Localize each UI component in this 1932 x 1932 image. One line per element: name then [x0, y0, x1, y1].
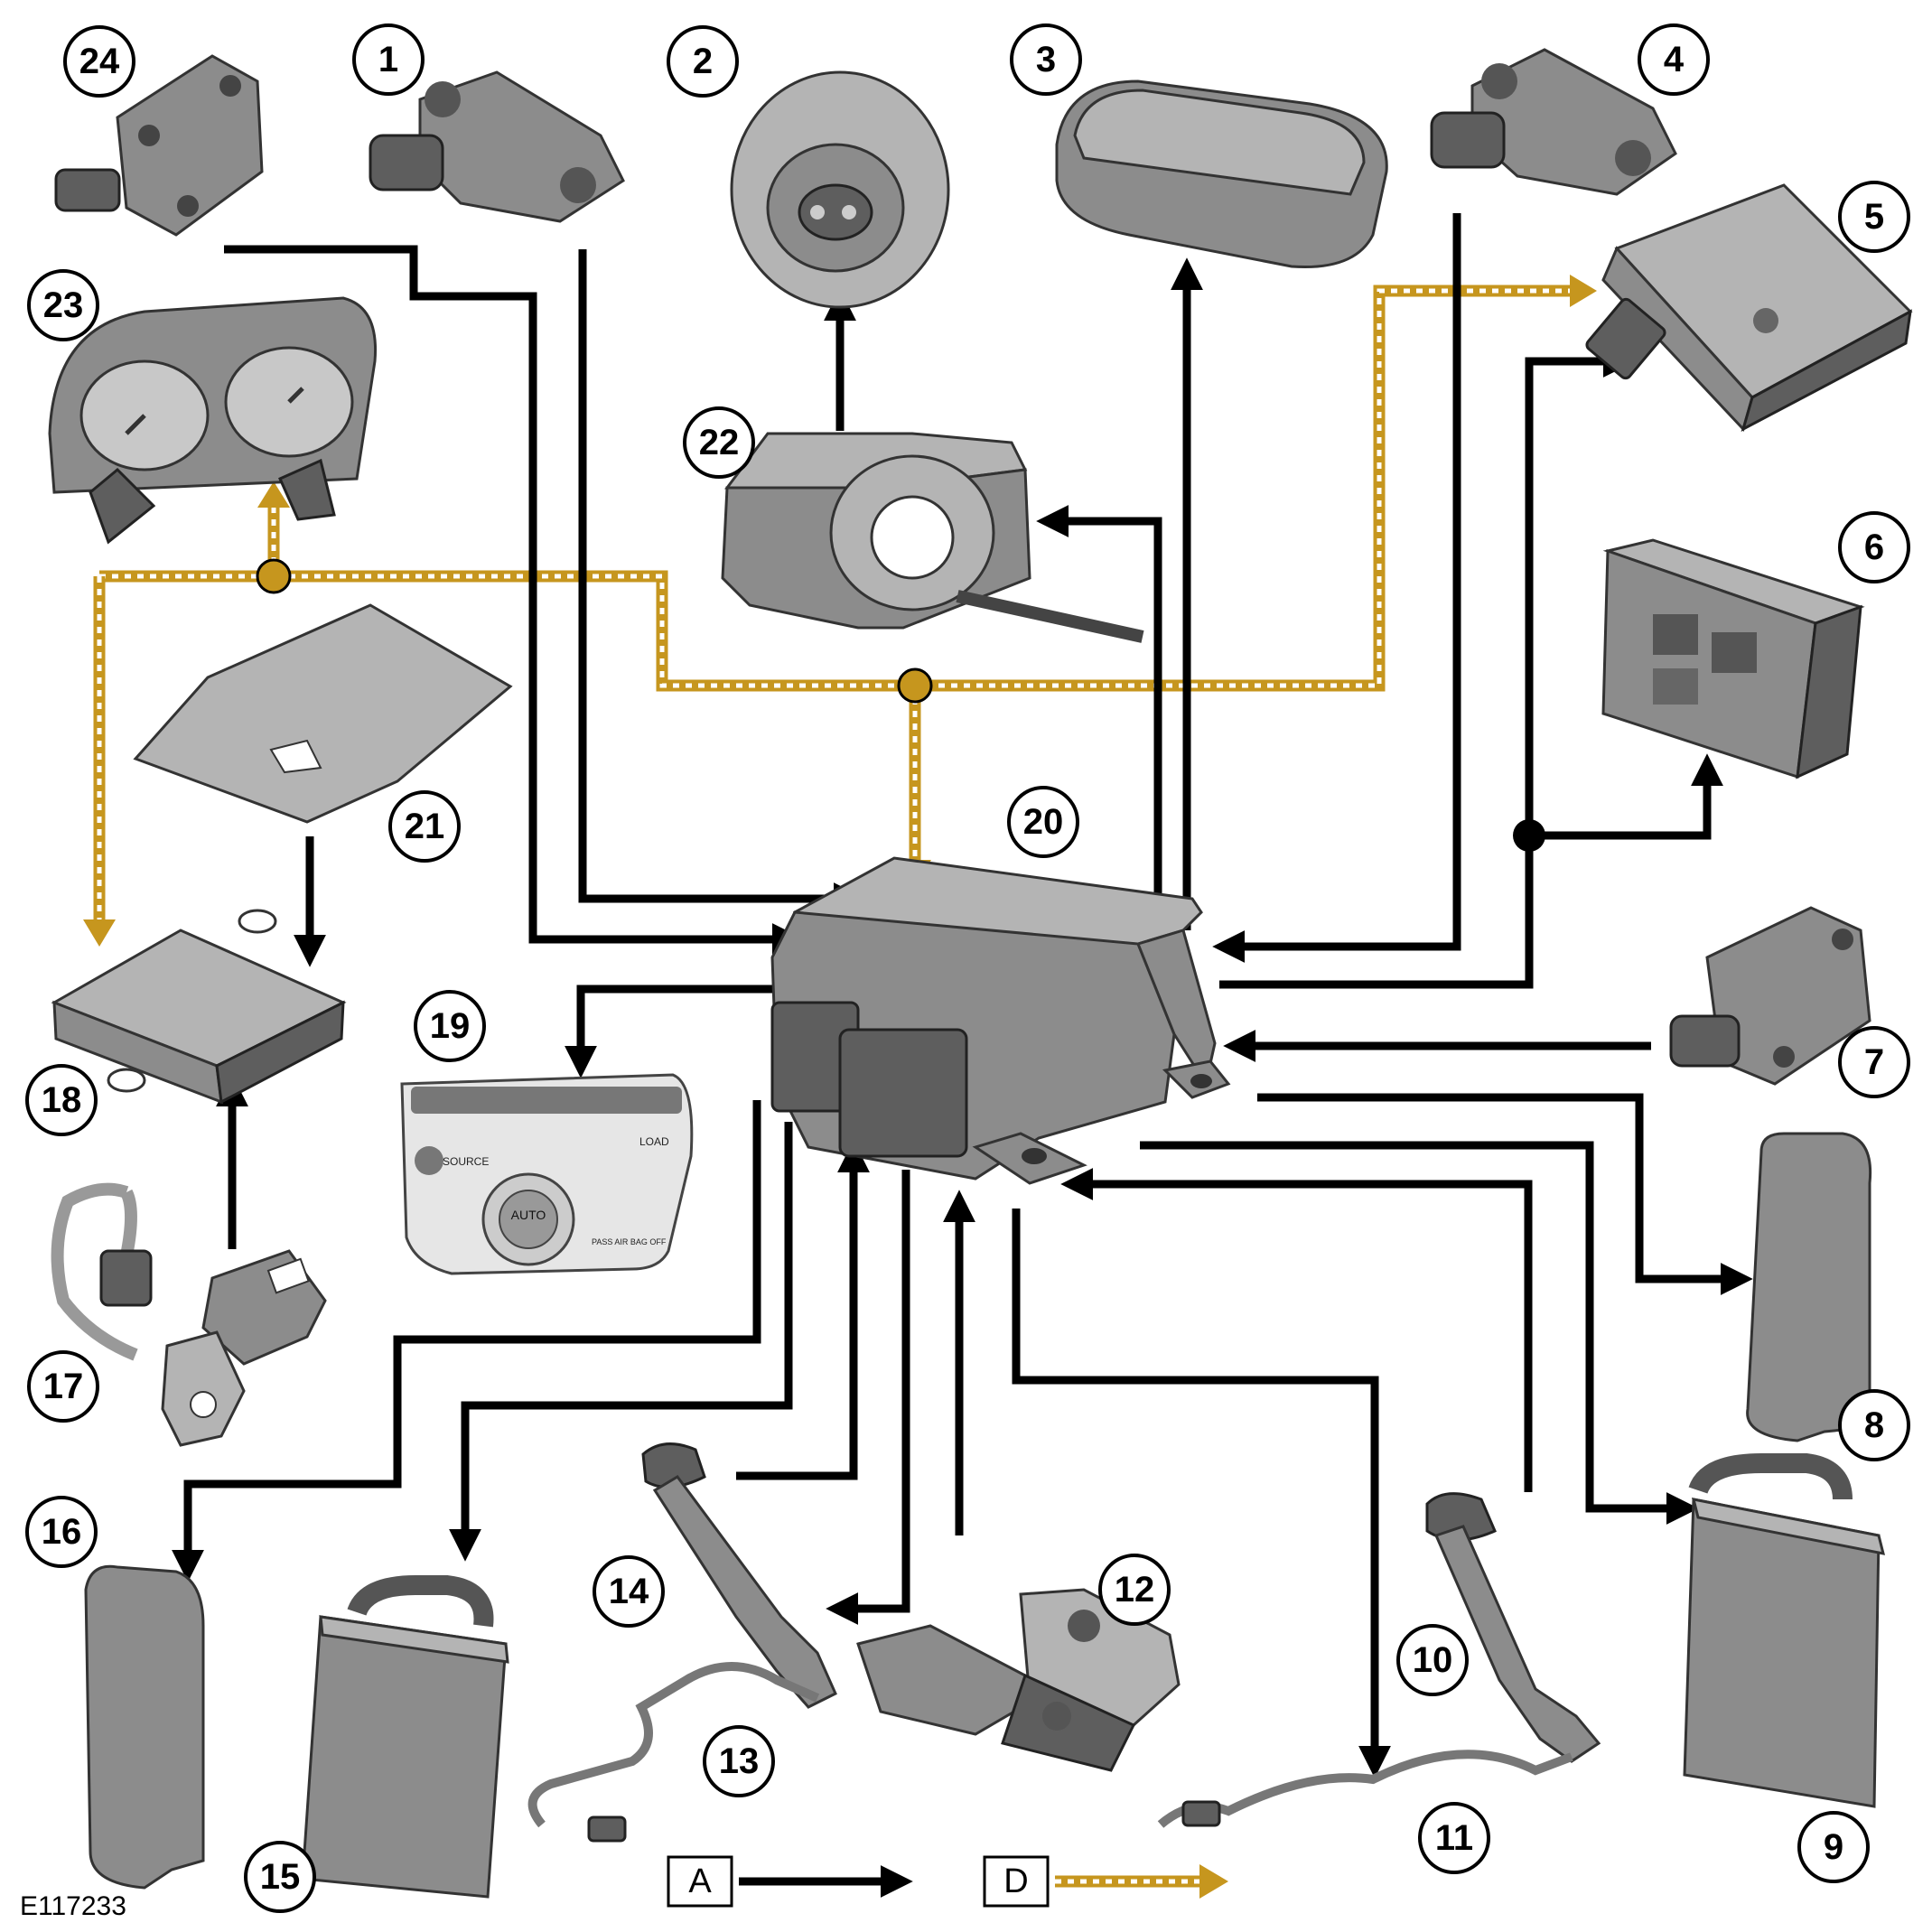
panel-source-label: SOURCE [443, 1155, 489, 1168]
svg-text:9: 9 [1824, 1827, 1843, 1867]
component-17-sensor-lead [51, 1182, 327, 1447]
legend: A D [667, 1855, 1228, 1908]
panel-load-label: LOAD [639, 1135, 669, 1148]
svg-text:16: 16 [42, 1512, 82, 1552]
svg-text:22: 22 [699, 423, 740, 462]
svg-text:6: 6 [1864, 527, 1884, 567]
callout-13: 13 [703, 1725, 775, 1797]
svg-text:2: 2 [693, 42, 713, 81]
svg-text:17: 17 [43, 1367, 84, 1406]
svg-text:18: 18 [42, 1080, 82, 1120]
svg-text:12: 12 [1115, 1570, 1155, 1610]
svg-text:1: 1 [378, 40, 398, 79]
svg-text:14: 14 [609, 1572, 649, 1611]
svg-text:15: 15 [260, 1857, 301, 1897]
svg-text:8: 8 [1864, 1405, 1884, 1445]
bus-arrow-to-5 [1570, 275, 1597, 307]
callout-11: 11 [1418, 1802, 1490, 1874]
panel-pass-airbag-label: PASS AIR BAG OFF [592, 1237, 667, 1246]
callout-6: 6 [1838, 511, 1910, 583]
svg-text:4: 4 [1664, 40, 1685, 79]
legend-hardwired-box [667, 1855, 733, 1908]
callout-17: 17 [27, 1350, 99, 1423]
component-13-buckle-harness [527, 1662, 820, 1843]
data-bus-network [83, 275, 1597, 947]
component-7-impact-sensor [1669, 906, 1871, 1086]
svg-text:11: 11 [1435, 1818, 1473, 1858]
component-8-side-airbag [1746, 1132, 1872, 1442]
component-18-module [51, 909, 347, 1105]
callout-14: 14 [593, 1555, 665, 1628]
svg-text:13: 13 [719, 1741, 760, 1781]
callout-4: 4 [1638, 23, 1710, 96]
component-14-seat-belt-buckle [641, 1442, 837, 1709]
svg-text:24: 24 [79, 42, 120, 81]
callout-1: 1 [352, 23, 425, 96]
svg-text:19: 19 [430, 1006, 471, 1046]
svg-text:23: 23 [43, 285, 84, 325]
callout-23: 23 [27, 269, 99, 341]
svg-text:20: 20 [1023, 802, 1064, 842]
callout-16: 16 [25, 1496, 98, 1568]
bus-junction-left [256, 558, 292, 594]
callout-24: 24 [63, 25, 135, 98]
legend-data-bus-label: D [1003, 1862, 1028, 1900]
component-2-driver-airbag [730, 70, 950, 309]
svg-text:7: 7 [1864, 1042, 1884, 1082]
callout-18: 18 [25, 1064, 98, 1136]
component-1-impact-sensor [369, 70, 625, 223]
component-5-control-module [1585, 183, 1913, 432]
bus-arrow-to-23 [257, 481, 290, 508]
callout-2: 2 [667, 25, 739, 98]
callout-21: 21 [388, 790, 461, 863]
component-6-junction-box [1601, 538, 1865, 779]
component-11-buckle-harness [1157, 1750, 1573, 1828]
component-4-impact-sensor [1430, 48, 1677, 196]
svg-text:10: 10 [1413, 1640, 1453, 1680]
callout-10: 10 [1396, 1624, 1469, 1696]
hardwired-network [172, 213, 1753, 1778]
panel-auto-label: AUTO [511, 1208, 546, 1222]
component-21-occupant-sensor [133, 603, 513, 824]
callout-22: 22 [683, 406, 755, 479]
callout-9: 9 [1797, 1811, 1870, 1883]
legend-data-bus-box [983, 1855, 1050, 1908]
callout-19: 19 [414, 990, 486, 1062]
callout-5: 5 [1838, 181, 1910, 253]
component-15-inflator-module [301, 1575, 509, 1899]
bus-arrow-to-18 [83, 919, 116, 947]
component-19-control-panel: SOURCE LOAD AUTO PASS AIR BAG OFF [400, 1073, 694, 1275]
bus-junction-center [897, 667, 933, 704]
component-3-passenger-airbag [1055, 79, 1388, 269]
svg-text:21: 21 [405, 807, 445, 846]
component-22-clockspring [721, 432, 1144, 643]
svg-text:3: 3 [1036, 40, 1056, 79]
callout-7: 7 [1838, 1026, 1910, 1098]
component-16-side-airbag [84, 1564, 205, 1890]
component-10-seat-belt-buckle [1425, 1492, 1601, 1763]
callout-15: 15 [244, 1841, 316, 1913]
callout-12: 12 [1098, 1554, 1171, 1626]
component-23-instrument-cluster [48, 296, 378, 545]
component-20-restraints-control-module[interactable] [770, 856, 1231, 1185]
callout-8: 8 [1838, 1389, 1910, 1461]
callout-3: 3 [1010, 23, 1082, 96]
reference-code: E117233 [20, 1891, 126, 1921]
svg-text:5: 5 [1864, 197, 1884, 237]
component-9-inflator-module [1683, 1453, 1886, 1808]
component-24-impact-sensor [54, 54, 264, 237]
hardwired-junction [1513, 819, 1545, 852]
callout-20: 20 [1007, 786, 1079, 858]
legend-hardwired-label: A [688, 1862, 712, 1900]
